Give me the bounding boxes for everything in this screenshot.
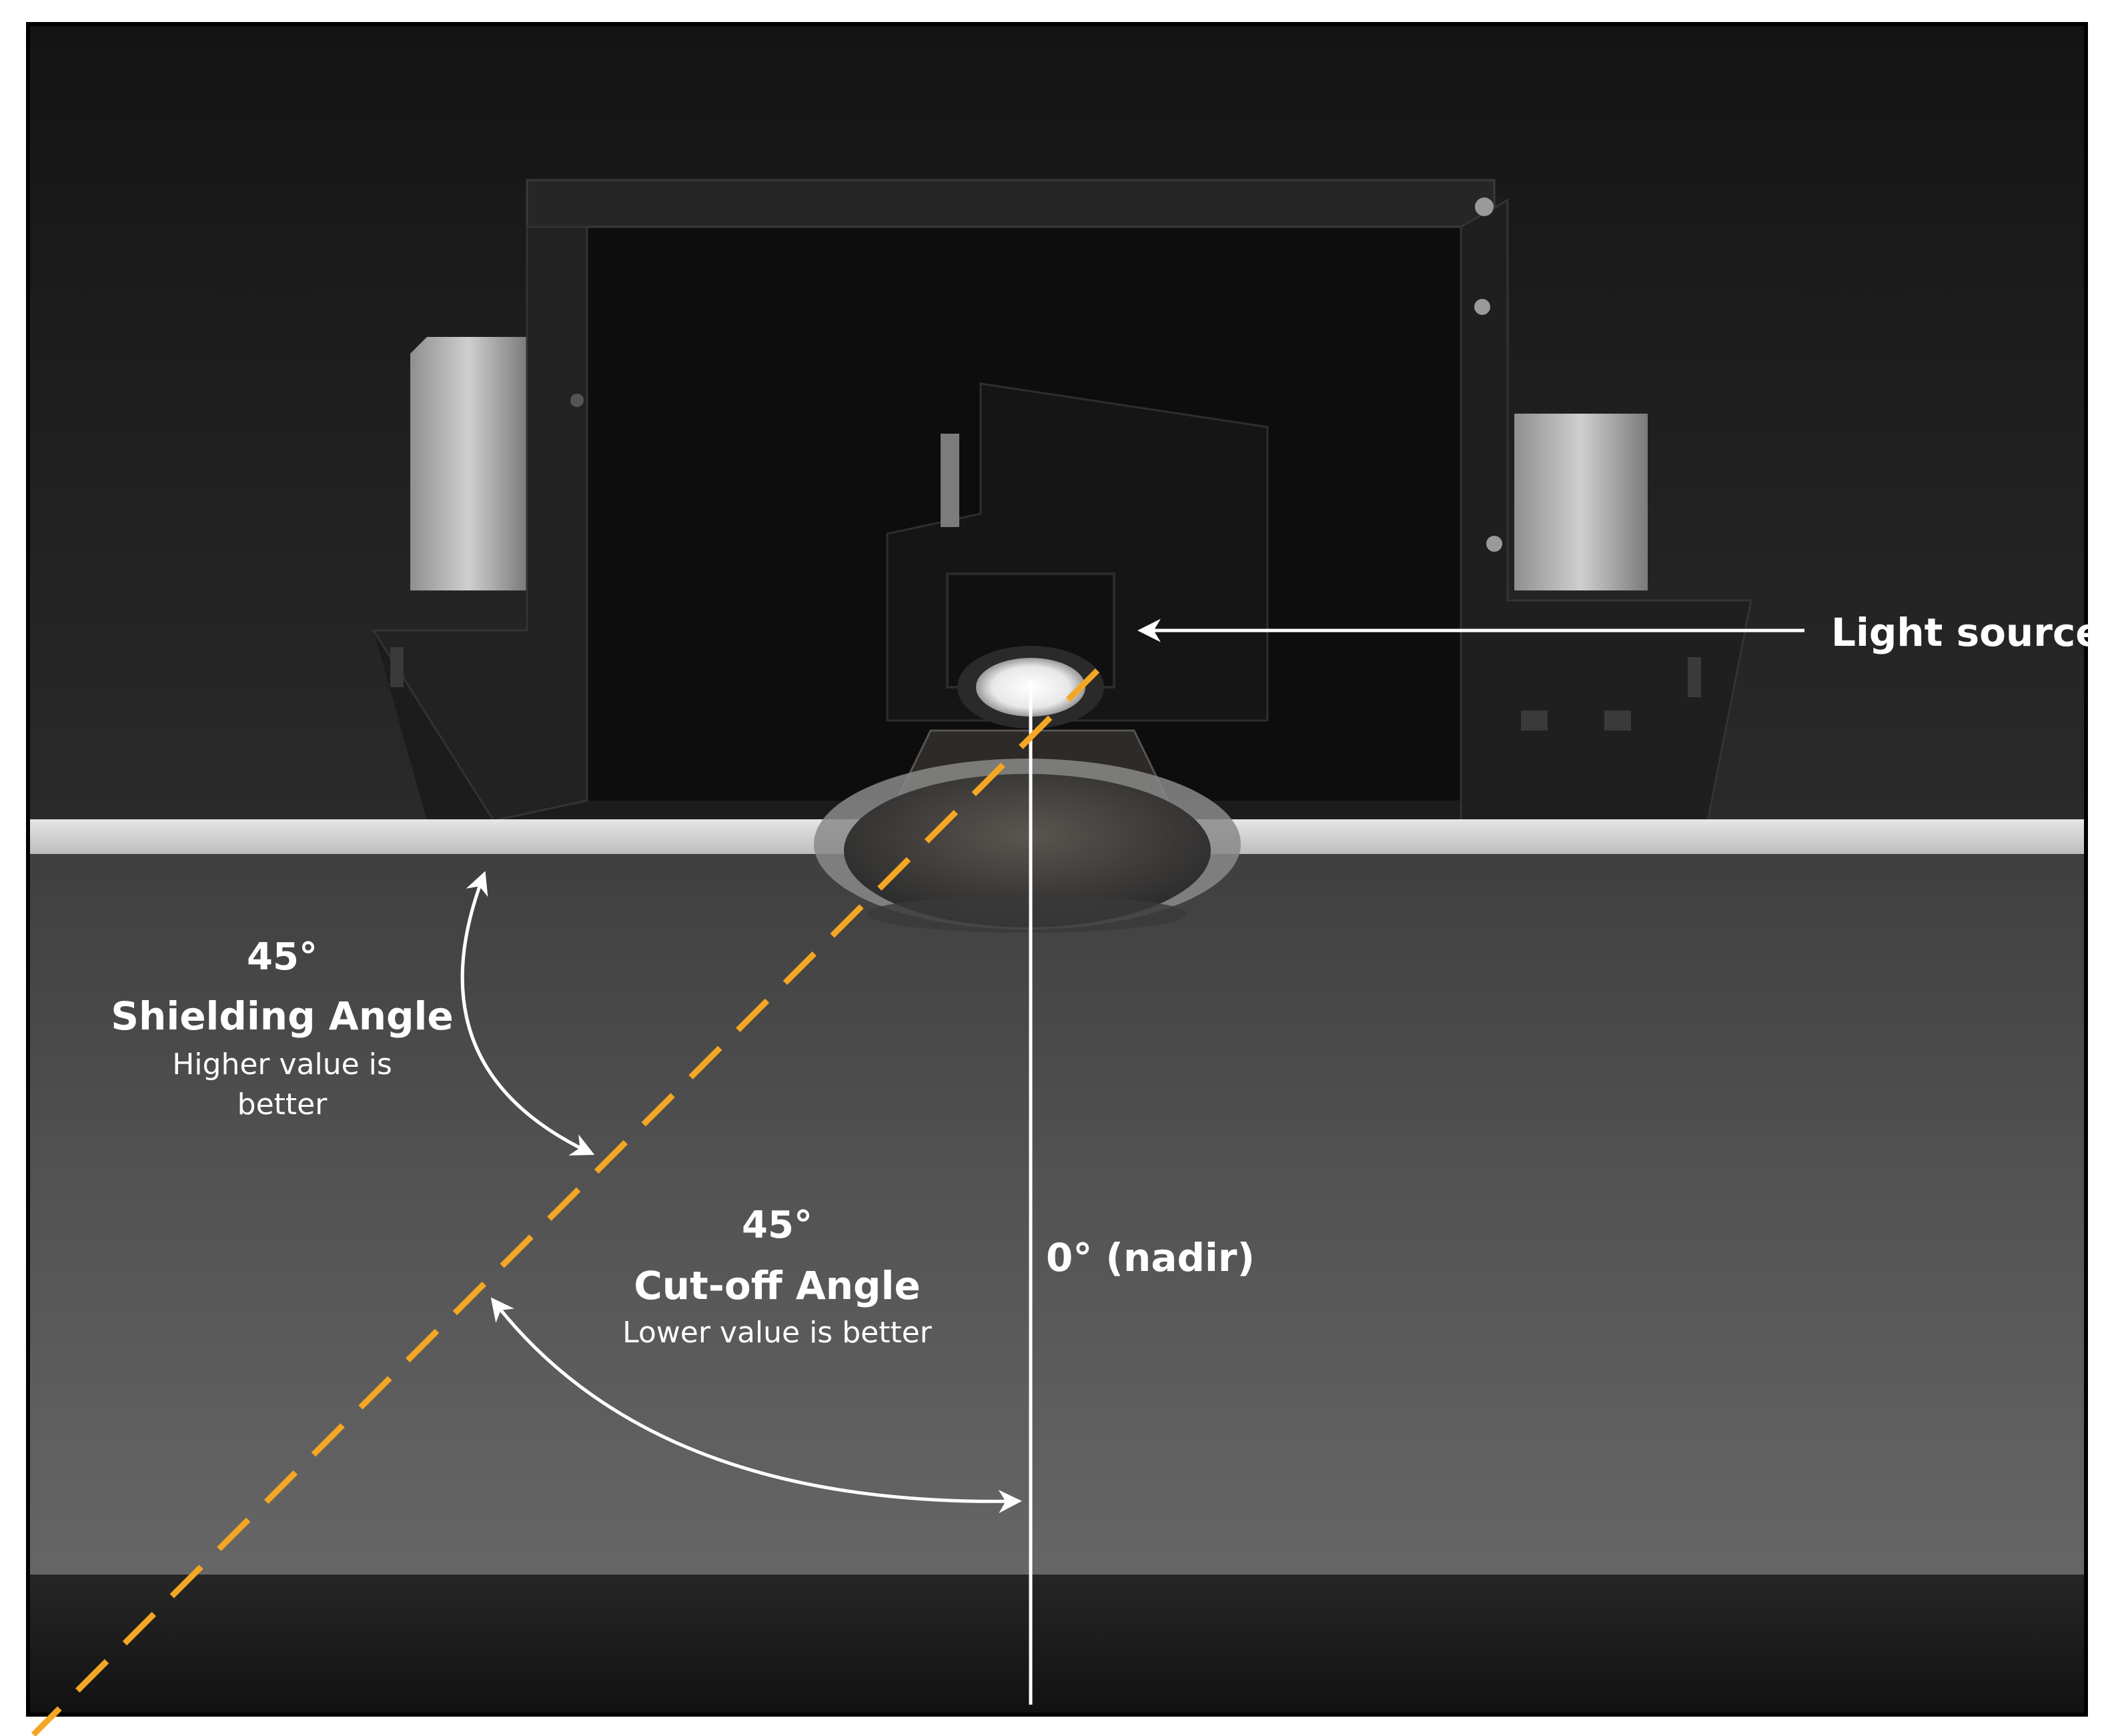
floor-background xyxy=(30,1575,2084,1713)
cutoff-angle-note: Lower value is better xyxy=(622,1316,933,1350)
cutoff-angle-arc xyxy=(490,1297,1022,1514)
frame-border xyxy=(26,22,2088,1717)
screw xyxy=(1486,536,1502,552)
trim-lip xyxy=(867,895,1187,933)
trim-inner xyxy=(844,774,1211,927)
cutoff-angle-title: Cut-off Angle xyxy=(634,1263,921,1308)
mounting-spring xyxy=(941,434,959,527)
housing-slot xyxy=(1604,711,1631,731)
housing-slot xyxy=(1521,711,1548,731)
housing-slot xyxy=(390,647,404,687)
housing-top-rail xyxy=(526,179,1496,228)
left-junction-bracket xyxy=(410,337,527,590)
housing-slot xyxy=(1688,657,1701,697)
room-background xyxy=(30,854,2084,1575)
shielding-angle-note-line1: Higher value is xyxy=(172,1047,392,1081)
screw xyxy=(1474,299,1490,315)
cutoff-dashed-line xyxy=(31,668,1100,1736)
shielding-angle-note-line2: better xyxy=(237,1088,328,1122)
light-source-label: Light source xyxy=(1831,610,2102,655)
nadir-label: 0° (nadir) xyxy=(1046,1235,1255,1280)
shielding-angle-title: Shielding Angle xyxy=(111,993,453,1039)
cutoff-angle-value: 45° xyxy=(742,1204,813,1247)
recessed-housing xyxy=(372,179,1752,842)
right-junction-bracket xyxy=(1514,414,1648,590)
screw xyxy=(570,394,584,407)
shielding-angle-arc xyxy=(460,871,595,1156)
shielding-angle-value: 45° xyxy=(247,935,318,979)
screw xyxy=(1475,197,1494,216)
trim-ring xyxy=(814,759,1241,933)
